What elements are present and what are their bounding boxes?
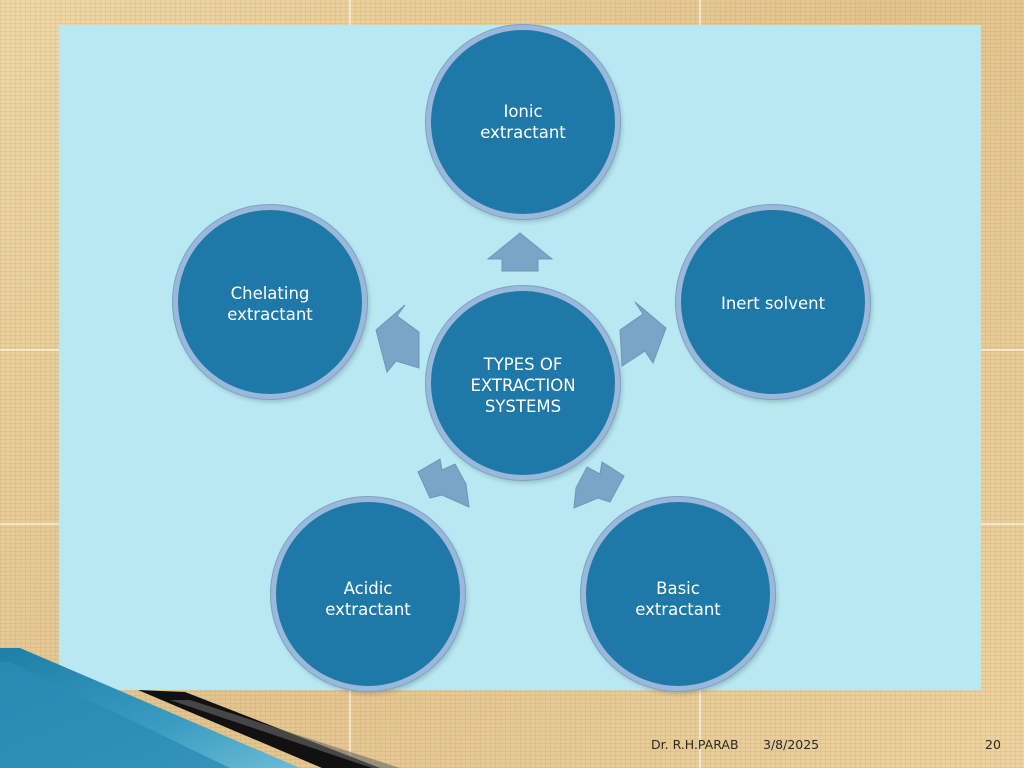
swoosh-blue-dark <box>0 662 230 768</box>
node-label: Ionic extractant <box>480 102 566 142</box>
node-inert-solvent: Inert solvent <box>676 205 870 399</box>
node-label: Acidic extractant <box>325 579 411 619</box>
arrow-right <box>619 301 667 367</box>
footer-date: 3/8/2025 <box>763 737 820 752</box>
node-basic-extractant: Basic extractant <box>581 497 775 691</box>
center-label: TYPES OF EXTRACTION SYSTEMS <box>470 355 576 416</box>
node-acidic-extractant: Acidic extractant <box>271 497 465 691</box>
node-label: Inert solvent <box>720 294 826 313</box>
footer-author: Dr. R.H.PARAB <box>651 737 739 752</box>
node-center-types: TYPES OF EXTRACTION SYSTEMS <box>426 286 620 480</box>
node-ionic-extractant: Ionic extractant <box>426 25 620 219</box>
arrow-lower-right <box>573 461 625 509</box>
node-label: Chelating extractant <box>227 284 313 324</box>
node-label: Basic extractant <box>635 579 721 619</box>
swoosh-grey <box>170 700 400 768</box>
arrow-up <box>486 232 554 272</box>
node-chelating-extractant: Chelating extractant <box>173 205 367 399</box>
footer-page-number: 20 <box>985 737 1001 752</box>
arrow-lower-left <box>417 458 470 508</box>
arrow-left <box>375 304 420 374</box>
